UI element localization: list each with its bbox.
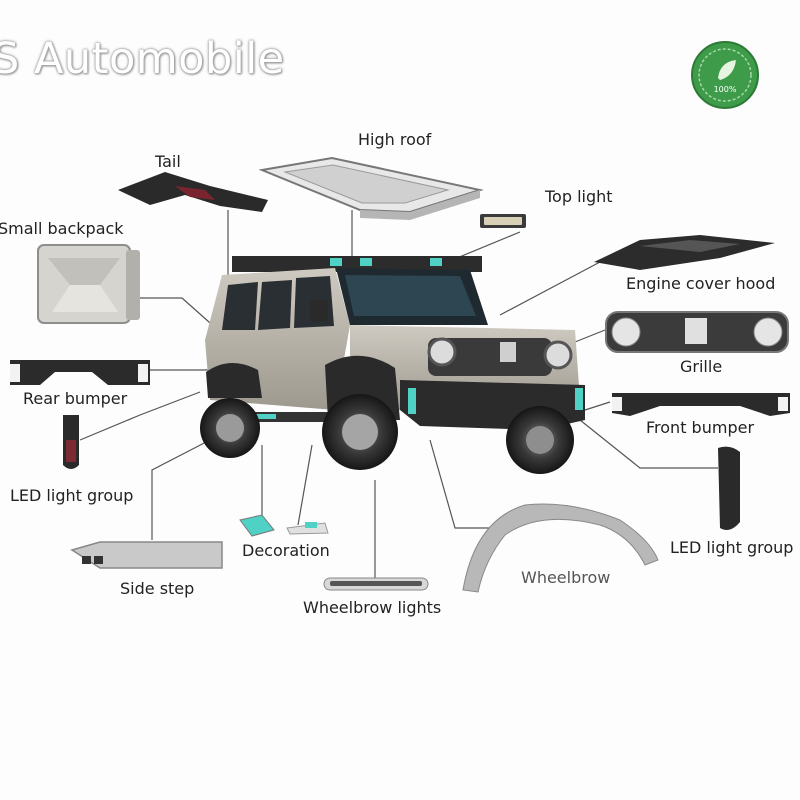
label-wheelbrow: Wheelbrow bbox=[521, 568, 611, 587]
label-rear-bumper: Rear bumper bbox=[23, 389, 128, 408]
label-engine-cover-hood: Engine cover hood bbox=[626, 274, 776, 293]
label-tail: Tail bbox=[155, 152, 181, 171]
rear-bumper-part bbox=[10, 360, 150, 385]
front-bumper-part bbox=[612, 393, 790, 416]
badge-text: 100% bbox=[714, 85, 737, 94]
side-step-part bbox=[70, 541, 223, 569]
label-led-light-group-right: LED light group bbox=[670, 538, 794, 557]
decoration-part bbox=[239, 514, 329, 537]
label-small-backpack: Small backpack bbox=[0, 219, 124, 238]
label-decoration: Decoration bbox=[242, 541, 330, 560]
label-high-roof: High roof bbox=[358, 130, 432, 149]
label-grille: Grille bbox=[680, 357, 723, 376]
tail-part bbox=[118, 172, 268, 212]
small-backpack-part bbox=[37, 244, 140, 324]
leaf-icon bbox=[718, 60, 736, 80]
label-wheelbrow-lights: Wheelbrow lights bbox=[303, 598, 442, 617]
wheelbrow-part bbox=[462, 503, 659, 593]
led-light-group-right-part bbox=[718, 446, 740, 530]
vehicle bbox=[200, 256, 585, 474]
high-roof-part bbox=[258, 156, 484, 220]
engine-cover-hood-part bbox=[594, 235, 775, 270]
grille-part bbox=[605, 311, 789, 353]
label-side-step: Side step bbox=[120, 579, 195, 598]
led-light-group-left-part bbox=[63, 415, 79, 469]
brand-name: S Automobile bbox=[0, 34, 285, 84]
label-top-light: Top light bbox=[545, 187, 613, 206]
label-front-bumper: Front bumper bbox=[646, 418, 755, 437]
quality-badge: 100% bbox=[690, 40, 760, 110]
label-led-light-group-left: LED light group bbox=[10, 486, 134, 505]
